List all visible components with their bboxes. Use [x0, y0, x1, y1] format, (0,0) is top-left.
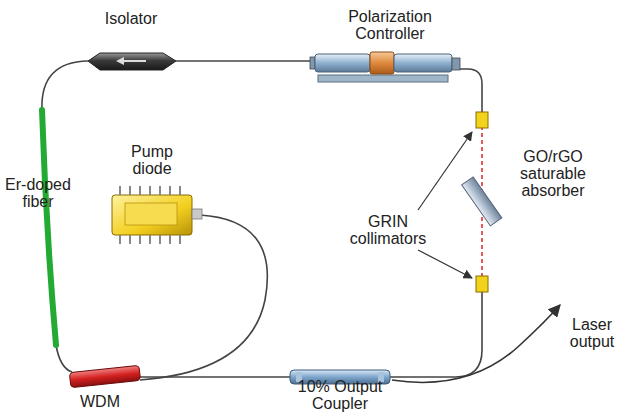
fiber: [460, 69, 482, 112]
fiber: [42, 61, 560, 382]
fiber: [56, 345, 72, 372]
diode-pin: [119, 235, 121, 244]
diode-pin: [179, 235, 181, 244]
saturable-absorber-plate: [462, 177, 502, 226]
polarization-controller-symbol: [310, 52, 460, 82]
diode-pin: [159, 235, 161, 244]
diode-pin: [139, 186, 141, 195]
pump-diode-symbol: [112, 186, 202, 244]
fiber: [390, 292, 482, 377]
fiber: [176, 60, 310, 62]
controller-label: Polarization Controller: [335, 8, 445, 42]
fiber-label: Er-doped fiber: [3, 176, 73, 210]
er-doped-fiber: [42, 110, 56, 345]
grin-collimator: [476, 112, 488, 128]
fiber: [42, 61, 88, 110]
diode-pin: [139, 235, 141, 244]
diode-pin: [129, 186, 131, 195]
diode-pin: [169, 186, 171, 195]
diode-pin: [169, 235, 171, 244]
leader-arrow: [418, 132, 472, 210]
diode-pin: [179, 186, 181, 195]
grin-collimator: [476, 276, 488, 292]
leader-arrow: [418, 250, 472, 278]
absorber-label: GO/rGO saturable absorber: [503, 148, 603, 199]
isolator-label: Isolator: [76, 10, 186, 27]
output-label: Laser output: [557, 316, 627, 350]
pump-label: Pump diode: [117, 143, 187, 177]
diode-pin: [119, 186, 121, 195]
diode-pin: [149, 235, 151, 244]
wdm-symbol: [69, 365, 140, 387]
diode-pin: [149, 186, 151, 195]
fiber: [140, 215, 267, 380]
coupler-label: 10% Output Coupler: [285, 378, 395, 412]
diode-pin: [159, 186, 161, 195]
output-fiber: [392, 305, 560, 382]
diode-pin: [129, 235, 131, 244]
wdm-label: WDM: [70, 393, 130, 410]
isolator-symbol: [88, 53, 176, 70]
collimator-label: GRIN collimators: [343, 213, 433, 247]
